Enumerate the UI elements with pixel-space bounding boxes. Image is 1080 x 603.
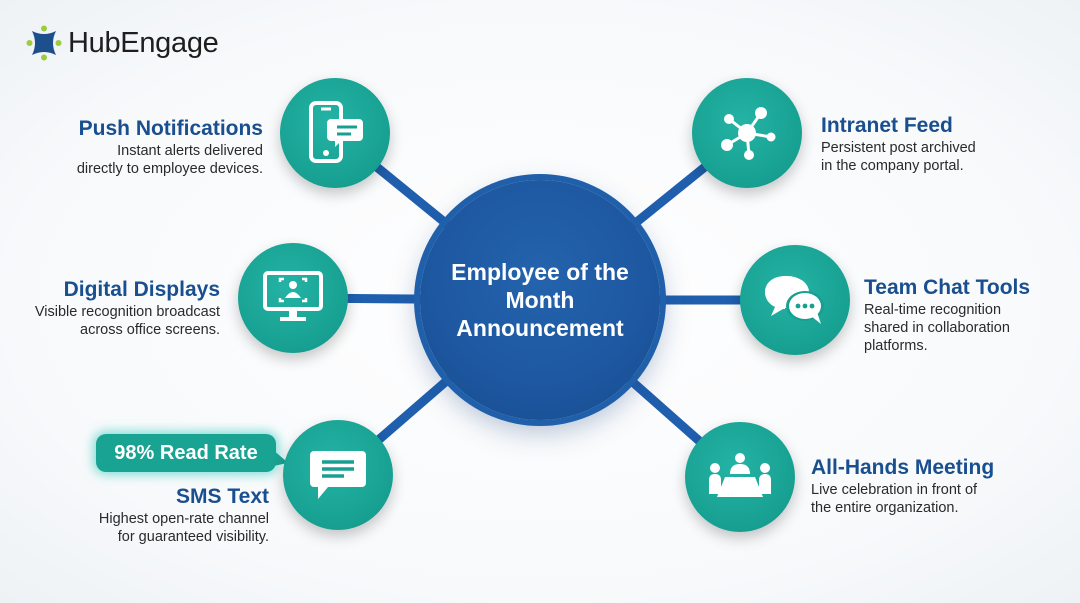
network-nodes-icon: [721, 107, 776, 160]
all-hands-meeting-label: All-Hands Meeting Live celebration in fr…: [811, 455, 994, 517]
sms-text-label: SMS Text Highest open-rate channel for g…: [99, 484, 269, 546]
intranet-feed-label: Intranet Feed Persistent post archived i…: [821, 113, 976, 175]
channel-description: Live celebration in front of: [811, 482, 978, 498]
sms-message-icon: [310, 451, 366, 499]
hub-title: Employee of the Month Announcement: [451, 259, 629, 341]
team-chat-tools-node: [740, 245, 850, 355]
channel-description: Real-time recognition: [864, 302, 1002, 318]
channel-title: Push Notifications: [78, 117, 263, 140]
channel-description: the entire organization.: [811, 500, 959, 516]
all-hands-meeting-node: [685, 422, 795, 532]
brand-name: HubEngage: [68, 26, 219, 59]
channel-description: across office screens.: [80, 322, 220, 338]
channel-title: Digital Displays: [63, 278, 220, 301]
digital-displays-node: [238, 243, 348, 353]
meeting-table-icon: [709, 453, 771, 497]
channel-description: shared in collaboration: [864, 320, 1010, 336]
chat-bubbles-icon: [765, 276, 824, 324]
channel-description: for guaranteed visibility.: [117, 529, 269, 545]
digital-displays-label: Digital Displays Visible recognition bro…: [35, 277, 220, 339]
push-notifications-node: [280, 78, 390, 188]
intranet-feed-node: [692, 78, 802, 188]
channel-description: platforms.: [864, 338, 928, 354]
channel-title: Team Chat Tools: [864, 276, 1031, 299]
push-notifications-label: Push Notifications Instant alerts delive…: [77, 116, 263, 178]
read-rate-badge: 98% Read Rate: [96, 434, 276, 472]
channel-description: Instant alerts delivered: [117, 143, 263, 159]
channel-description: Highest open-rate channel: [98, 511, 269, 527]
hubengage-logo: HubEngage: [26, 25, 219, 61]
channel-title: SMS Text: [176, 485, 269, 508]
channel-description: Persistent post archived: [821, 140, 976, 156]
channel-description: Visible recognition broadcast: [34, 304, 220, 320]
smartphone-message-icon: [309, 101, 363, 163]
channel-description: in the company portal.: [821, 158, 964, 174]
sms-text-node: [283, 420, 393, 530]
team-chat-tools-label: Team Chat Tools Real-time recognition sh…: [864, 275, 1030, 355]
channel-description: directly to employee devices.: [76, 161, 263, 177]
channel-title: All-Hands Meeting: [811, 456, 995, 479]
central-hub: Employee of the Month Announcement: [420, 180, 660, 420]
channel-title: Intranet Feed: [821, 114, 953, 137]
hubengage-logo-icon: [26, 25, 62, 61]
monitor-user-icon: [263, 271, 323, 321]
